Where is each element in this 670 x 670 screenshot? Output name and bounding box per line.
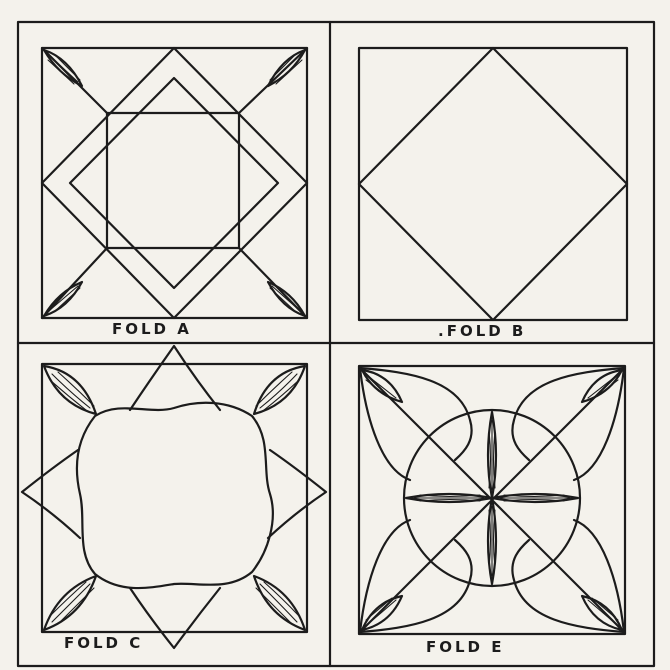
fold-e-figure — [357, 364, 627, 636]
fold-c-caption: FOLD C — [64, 634, 144, 652]
fold-c-center-blob — [75, 401, 274, 590]
fold-e-caption: FOLD E — [426, 638, 505, 656]
fold-e-petals — [358, 366, 626, 634]
fold-e-center-leaves — [404, 410, 580, 586]
fold-b-diamond — [357, 46, 629, 322]
fold-b-square — [357, 46, 629, 322]
sheet-grid — [16, 20, 656, 668]
fold-a-outer-diamond — [40, 46, 309, 320]
fold-a-inner-diamond — [68, 76, 280, 290]
fold-c-star-points — [20, 344, 328, 650]
fold-c-figure — [20, 344, 328, 650]
fold-c-leaves — [42, 364, 307, 632]
fold-a-corner-leaves — [42, 48, 307, 318]
fold-c-square — [40, 362, 309, 634]
fold-e-square — [357, 364, 627, 636]
fold-b-caption: .FOLD B — [438, 322, 527, 340]
fold-a-corner-lines — [40, 46, 309, 320]
fold-a-caption: FOLD A — [112, 320, 192, 338]
fold-e-corner-leaves — [360, 368, 624, 632]
fold-a-figure — [40, 46, 309, 320]
fold-e-circle — [402, 408, 582, 588]
fold-b-figure — [357, 46, 629, 322]
fold-a-center-square — [105, 111, 241, 250]
